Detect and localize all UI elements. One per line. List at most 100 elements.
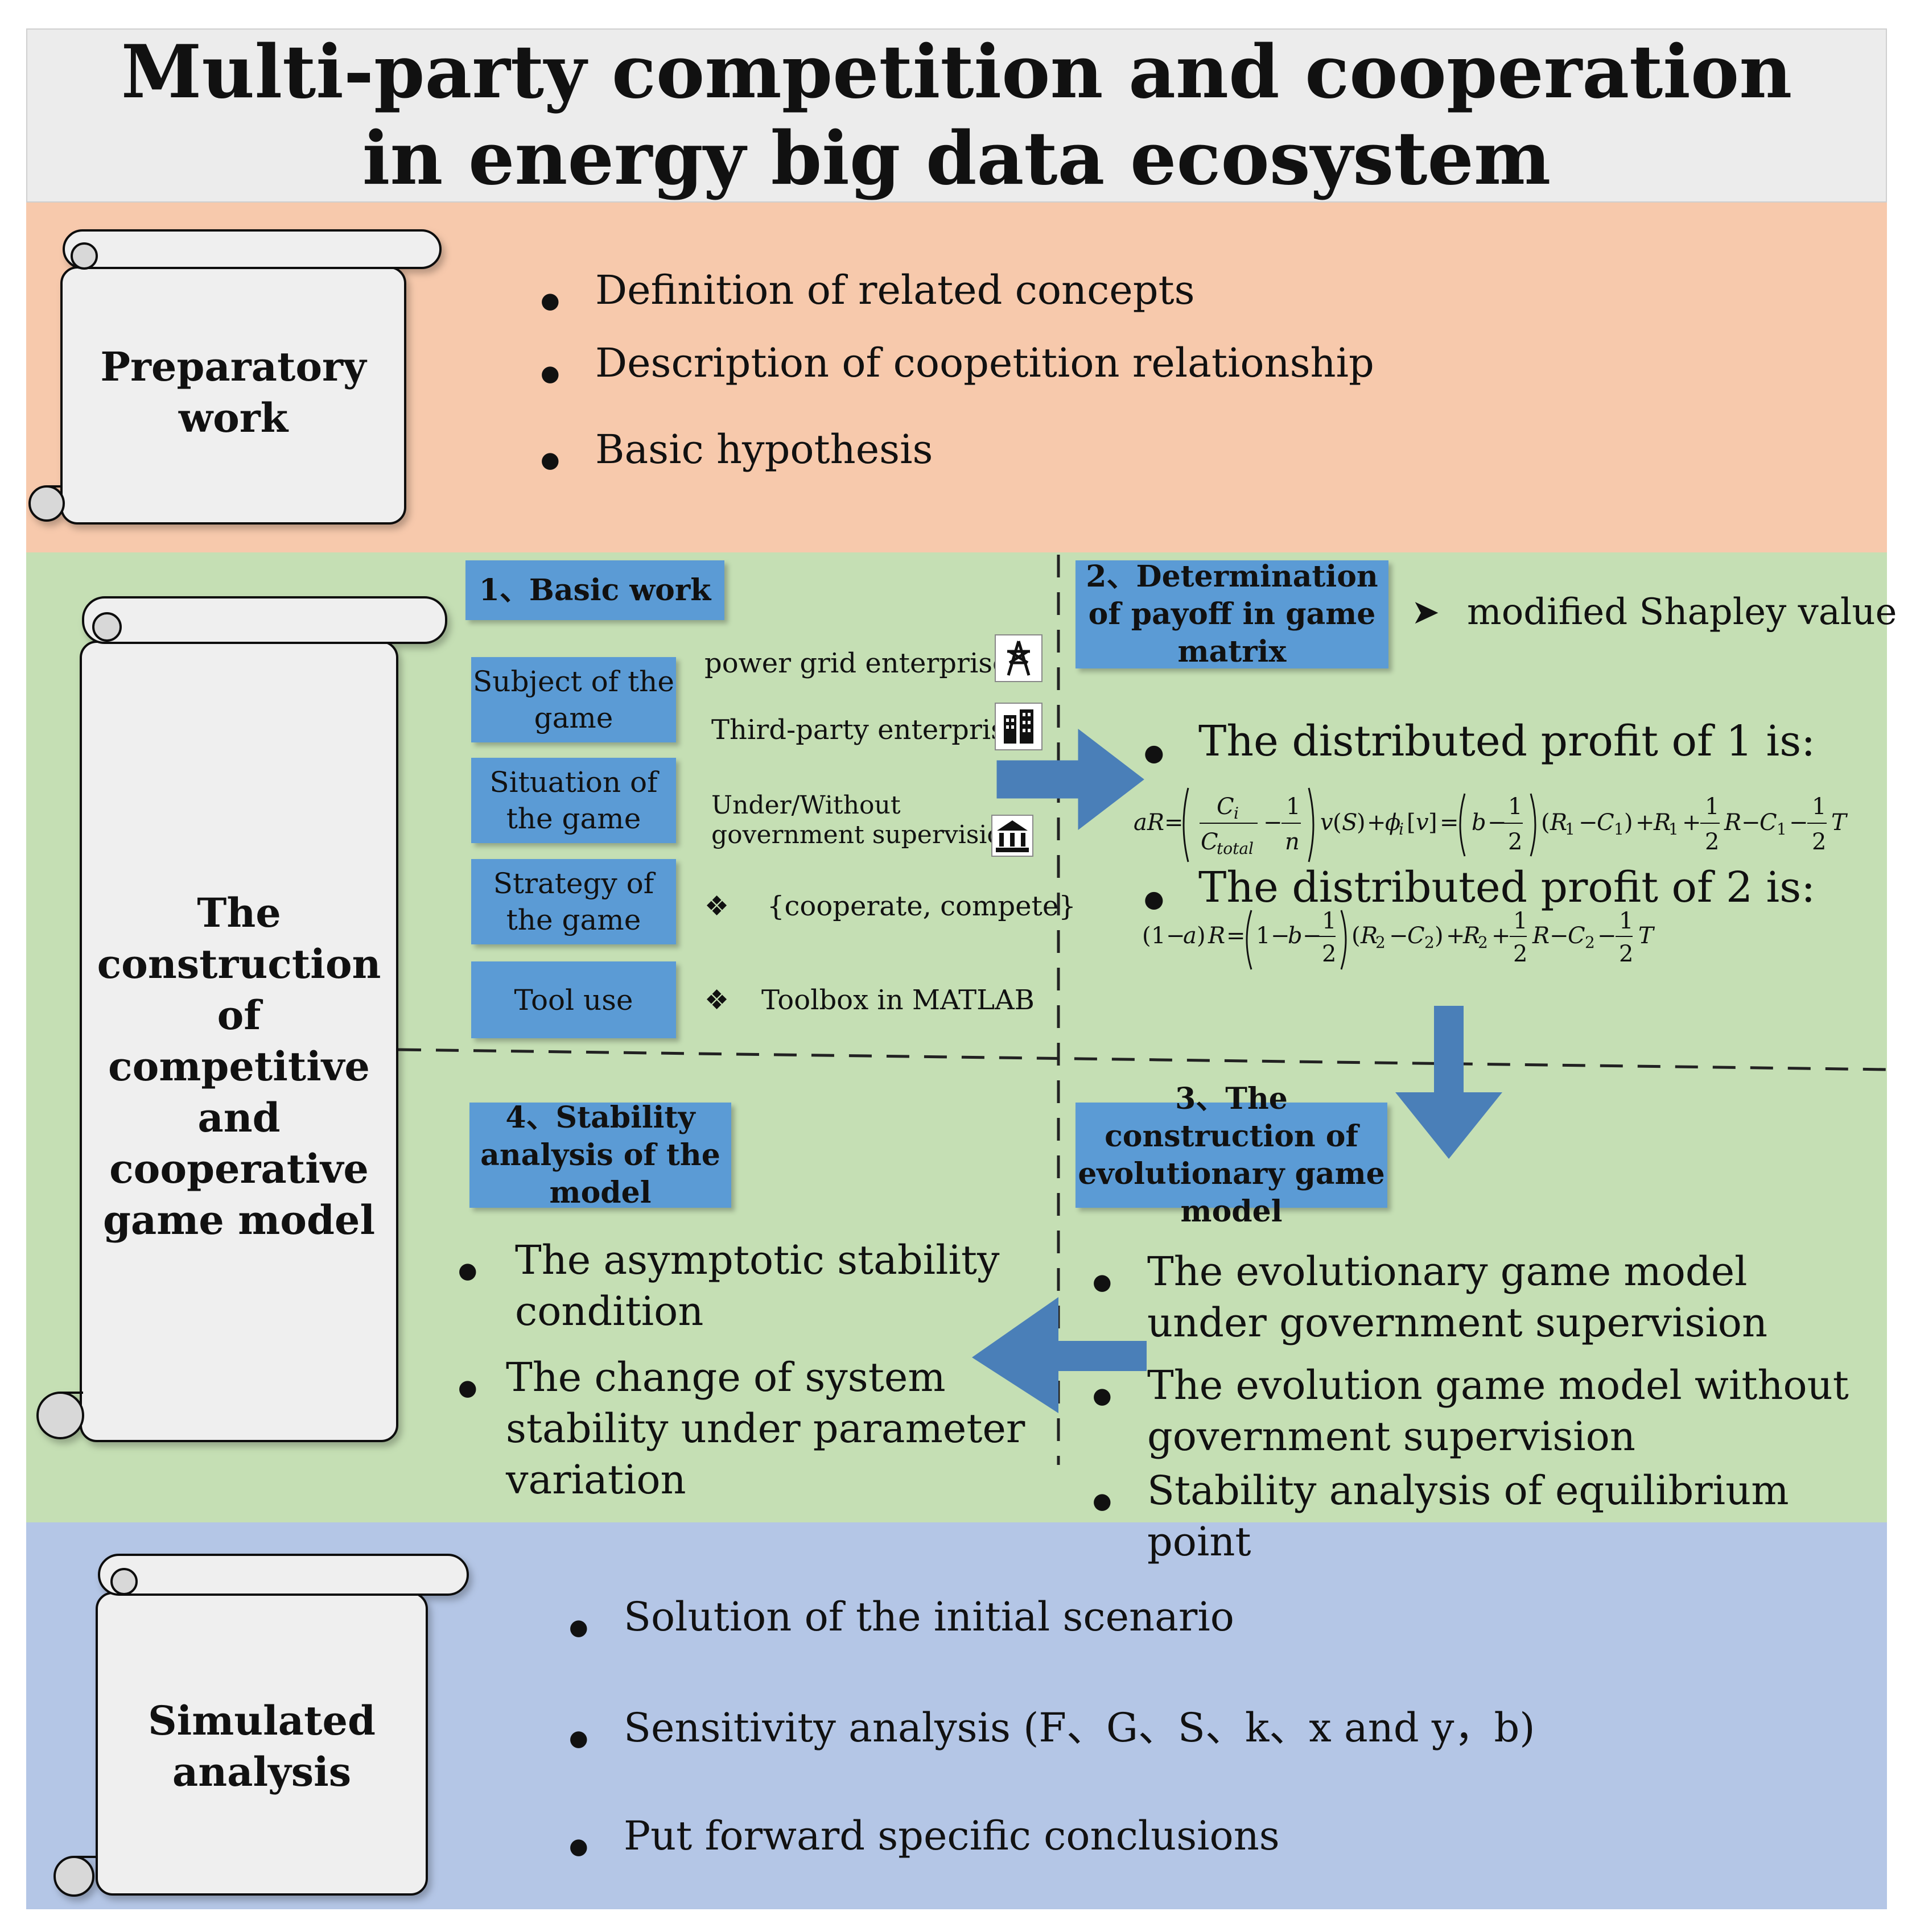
svg-text:2: 2 — [1478, 933, 1488, 952]
svg-text:+: + — [1491, 923, 1511, 949]
basic-work-header: 1、Basic work — [465, 560, 724, 620]
svg-text:i: i — [1399, 820, 1404, 839]
svg-text:−: − — [1166, 923, 1185, 949]
item-supervision: Under/Without government supervision — [711, 791, 1019, 849]
svg-text:(: ( — [1351, 923, 1361, 949]
evolutionary-header: 3、The construction of evolutionary game … — [1076, 1081, 1387, 1229]
svg-text:−: − — [1303, 923, 1322, 949]
simulated-label: Simulated analysis — [148, 1697, 376, 1795]
list-item: The distributed profit of 2 is: — [1144, 862, 1884, 924]
svg-text:1: 1 — [1513, 908, 1527, 934]
diamond-bullet-icon: ❖ — [704, 984, 730, 1016]
list-item: Solution of the initial scenario — [569, 1591, 1849, 1653]
category-tool: Tool use — [471, 961, 676, 1038]
payoff-bullet-1: The distributed profit of 1 is: — [1144, 716, 1884, 778]
svg-text:2: 2 — [1424, 933, 1435, 952]
item-tool: Toolbox in MATLAB — [761, 984, 1035, 1016]
svg-text:1: 1 — [1614, 820, 1624, 839]
payoff-header: 2、Determination of payoff in game matrix — [1076, 559, 1388, 669]
svg-text:C: C — [1217, 794, 1234, 820]
svg-text:1: 1 — [1322, 908, 1336, 934]
svg-text:C: C — [1568, 923, 1585, 949]
svg-text:2: 2 — [1585, 933, 1595, 952]
arrowhead-bullet-icon: ➤ — [1411, 592, 1440, 632]
svg-text:C: C — [1759, 810, 1777, 836]
svg-text:2: 2 — [1375, 933, 1386, 952]
svg-text:−: − — [1550, 923, 1569, 949]
svg-text:S: S — [1342, 810, 1357, 836]
svg-text:(: ( — [1541, 810, 1550, 836]
office-building-icon — [995, 703, 1042, 750]
svg-text:R: R — [1653, 810, 1671, 836]
svg-text:C: C — [1407, 923, 1425, 949]
item-third-party: Third-party enterprise — [711, 714, 1021, 746]
list-item: Basic hypothesis — [541, 424, 1849, 486]
list-item: Sensitivity analysis (F、G、S、k、x and y，b) — [569, 1702, 1849, 1764]
svg-text:R: R — [1360, 923, 1378, 949]
svg-text:R: R — [1724, 810, 1741, 836]
transmission-tower-icon — [995, 634, 1042, 682]
svg-text:−: − — [1597, 923, 1617, 949]
svg-text:): ) — [1357, 810, 1366, 836]
svg-text:i: i — [1234, 804, 1239, 823]
svg-text:[: [ — [1407, 810, 1416, 836]
svg-text:−: − — [1389, 923, 1408, 949]
svg-text:R: R — [1532, 923, 1550, 949]
svg-text:C: C — [1201, 829, 1218, 855]
svg-text:total: total — [1217, 839, 1254, 858]
svg-text:T: T — [1831, 810, 1848, 836]
svg-text:ϕ: ϕ — [1385, 810, 1400, 836]
svg-text:2: 2 — [1705, 829, 1719, 855]
svg-text:−: − — [1271, 923, 1290, 949]
svg-text:+: + — [1635, 810, 1655, 836]
svg-text:1: 1 — [1286, 794, 1300, 820]
list-item: The evolution game model without governm… — [1093, 1360, 1878, 1462]
list-item: Description of coopetition relationship — [541, 337, 1849, 399]
svg-text:−: − — [1741, 810, 1761, 836]
stability-bullets: The asymptotic stability condition The c… — [458, 1235, 1050, 1505]
svg-text:T: T — [1638, 923, 1655, 949]
svg-text:2: 2 — [1812, 829, 1826, 855]
stability-header: 4、Stability analysis of the model — [469, 1100, 731, 1210]
svg-text:1: 1 — [1705, 794, 1719, 820]
svg-text:(: ( — [1142, 923, 1151, 949]
arrow-right — [996, 728, 1144, 831]
svg-text:=: = — [1440, 810, 1459, 836]
evolutionary-bullets: The evolutionary game model under govern… — [1093, 1246, 1878, 1567]
svg-text:=: = — [1226, 923, 1246, 949]
svg-text:R: R — [1550, 810, 1567, 836]
list-item: The asymptotic stability condition — [458, 1235, 1050, 1337]
svg-text:n: n — [1285, 829, 1300, 855]
svg-text:): ) — [1435, 923, 1444, 949]
svg-text:−: − — [1263, 810, 1283, 836]
svg-text:1: 1 — [1668, 820, 1679, 839]
svg-text:2: 2 — [1619, 941, 1633, 967]
model-label: The construction of competitive and coop… — [97, 889, 381, 1244]
svg-text:]: ] — [1428, 810, 1437, 836]
svg-text:2: 2 — [1513, 941, 1527, 967]
shapley-note: modified Shapley value — [1467, 591, 1897, 633]
svg-text:1: 1 — [1151, 923, 1165, 949]
svg-text:+: + — [1446, 923, 1465, 949]
svg-text:1: 1 — [1256, 923, 1270, 949]
item-power-grid: power grid enterprises — [704, 647, 1023, 679]
svg-text:=: = — [1164, 810, 1184, 836]
list-item: The evolutionary game model under govern… — [1093, 1246, 1878, 1348]
svg-text:R: R — [1462, 923, 1480, 949]
item-strategy: {cooperate, compete} — [767, 890, 1076, 922]
svg-text:+: + — [1682, 810, 1701, 836]
government-building-icon — [991, 815, 1033, 857]
diamond-bullet-icon: ❖ — [704, 890, 730, 922]
svg-text:−: − — [1487, 810, 1507, 836]
svg-text:(: ( — [1333, 810, 1342, 836]
title-band: Multi-party competition and cooperation … — [26, 28, 1887, 203]
svg-text:1: 1 — [1777, 820, 1787, 839]
svg-text:v: v — [1416, 810, 1429, 836]
svg-text:−: − — [1789, 810, 1808, 836]
page-title: Multi-party competition and cooperation … — [121, 30, 1792, 201]
svg-text:+: + — [1367, 810, 1386, 836]
